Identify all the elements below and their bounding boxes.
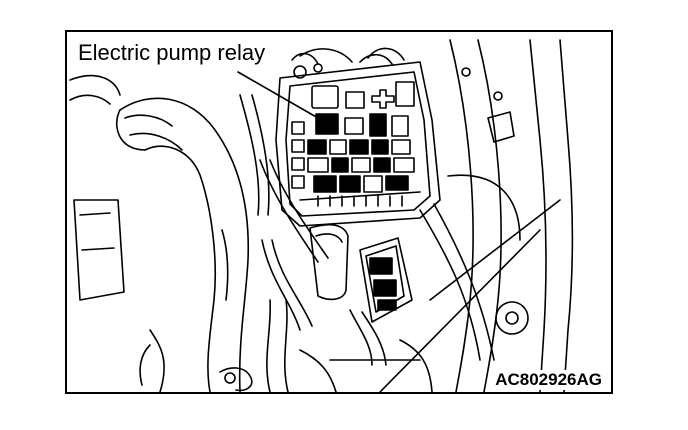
- connector-block: [309, 223, 413, 366]
- callout-leader-line: [237, 71, 319, 119]
- air-intake-duct: [69, 74, 250, 393]
- electric-pump-relay: [315, 113, 339, 135]
- figure-frame: [65, 30, 613, 394]
- wire-harness: [239, 94, 329, 331]
- callout-label: Electric pump relay: [76, 40, 268, 66]
- lower-hoses: [219, 299, 433, 393]
- relay-box: [275, 47, 441, 227]
- body-panel: [379, 39, 574, 393]
- figure-code: AC802926AG: [493, 370, 604, 390]
- left-bracket: [73, 199, 165, 393]
- line-art: [69, 39, 574, 393]
